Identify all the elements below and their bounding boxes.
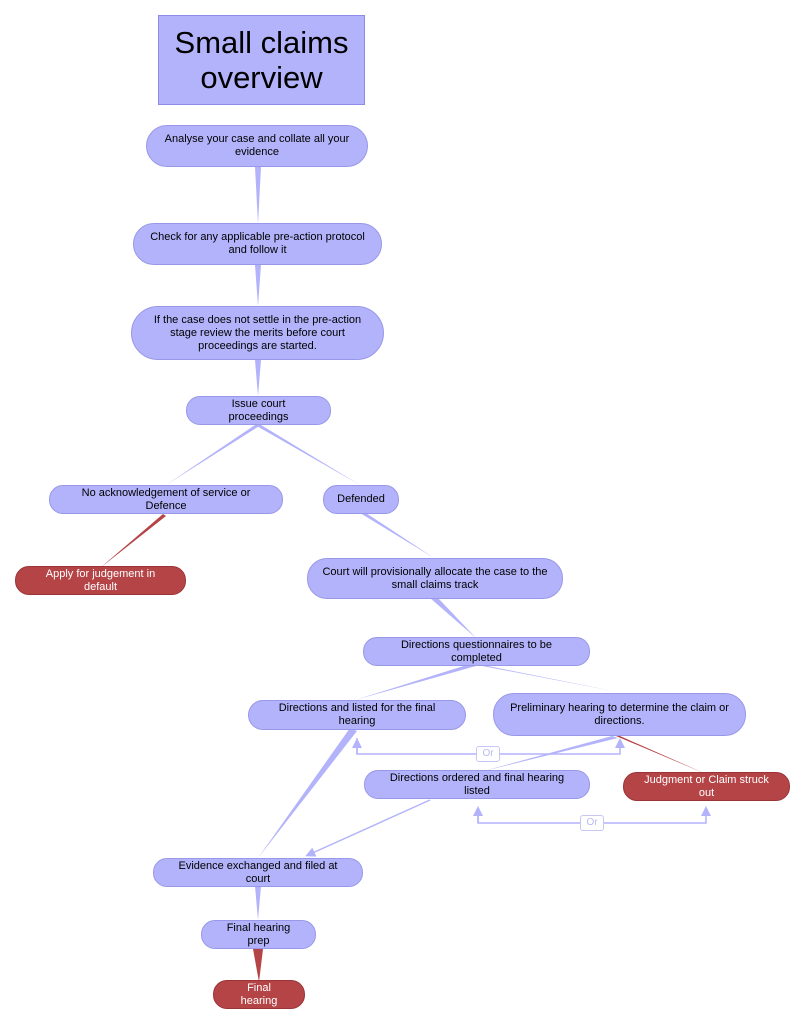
node-preliminary-hearing: Preliminary hearing to determine the cla…	[493, 693, 746, 736]
node-no-acknowledgement: No acknowledgement of service or Defence	[49, 485, 283, 514]
node-directions-questionnaires: Directions questionnaires to be complete…	[363, 637, 590, 666]
node-evidence-exchanged: Evidence exchanged and filed at court	[153, 858, 363, 887]
or-label-2: Or	[580, 815, 604, 831]
node-defended: Defended	[323, 485, 399, 514]
node-provisional-allocation: Court will provisionally allocate the ca…	[307, 558, 563, 599]
node-apply-default-judgement: Apply for judgement in default	[15, 566, 186, 595]
or-label-1: Or	[476, 746, 500, 762]
node-pre-action-protocol: Check for any applicable pre-action prot…	[133, 223, 382, 265]
connector-questionnaires-preliminary	[472, 664, 618, 692]
connector-directions-ordered-evidence	[305, 799, 431, 857]
node-directions-listed-final: Directions and listed for the final hear…	[248, 700, 466, 730]
connector-merits-issue	[255, 360, 261, 396]
node-directions-ordered: Directions ordered and final hearing lis…	[364, 770, 590, 799]
connector-allocate-questionnaires	[430, 598, 476, 638]
connector-evidence-prep	[255, 886, 261, 920]
node-final-hearing-prep: Final hearing prep	[201, 920, 316, 949]
node-judgment-struck-out: Judgment or Claim struck out	[623, 772, 790, 801]
connector-questionnaires-directions-final	[355, 664, 476, 700]
node-analyse-case: Analyse your case and collate all your e…	[146, 125, 368, 167]
connector-preliminary-struckout	[616, 736, 706, 774]
connector-issue-noack	[166, 425, 261, 485]
connector-protocol-merits	[255, 265, 261, 306]
node-final-hearing: Final hearing	[213, 980, 305, 1009]
diagram-title: Small claims overview	[158, 15, 365, 105]
connector-prep-final	[253, 949, 263, 982]
connector-noack-default	[100, 514, 166, 568]
node-review-merits: If the case does not settle in the pre-a…	[131, 306, 384, 360]
connector-defended-allocate	[360, 513, 434, 558]
connector-directions-final-evidence	[258, 728, 357, 858]
connector-analyse-protocol	[255, 167, 261, 224]
node-issue-proceedings: Issue court proceedings	[186, 396, 331, 425]
connector-issue-defended	[255, 425, 360, 485]
